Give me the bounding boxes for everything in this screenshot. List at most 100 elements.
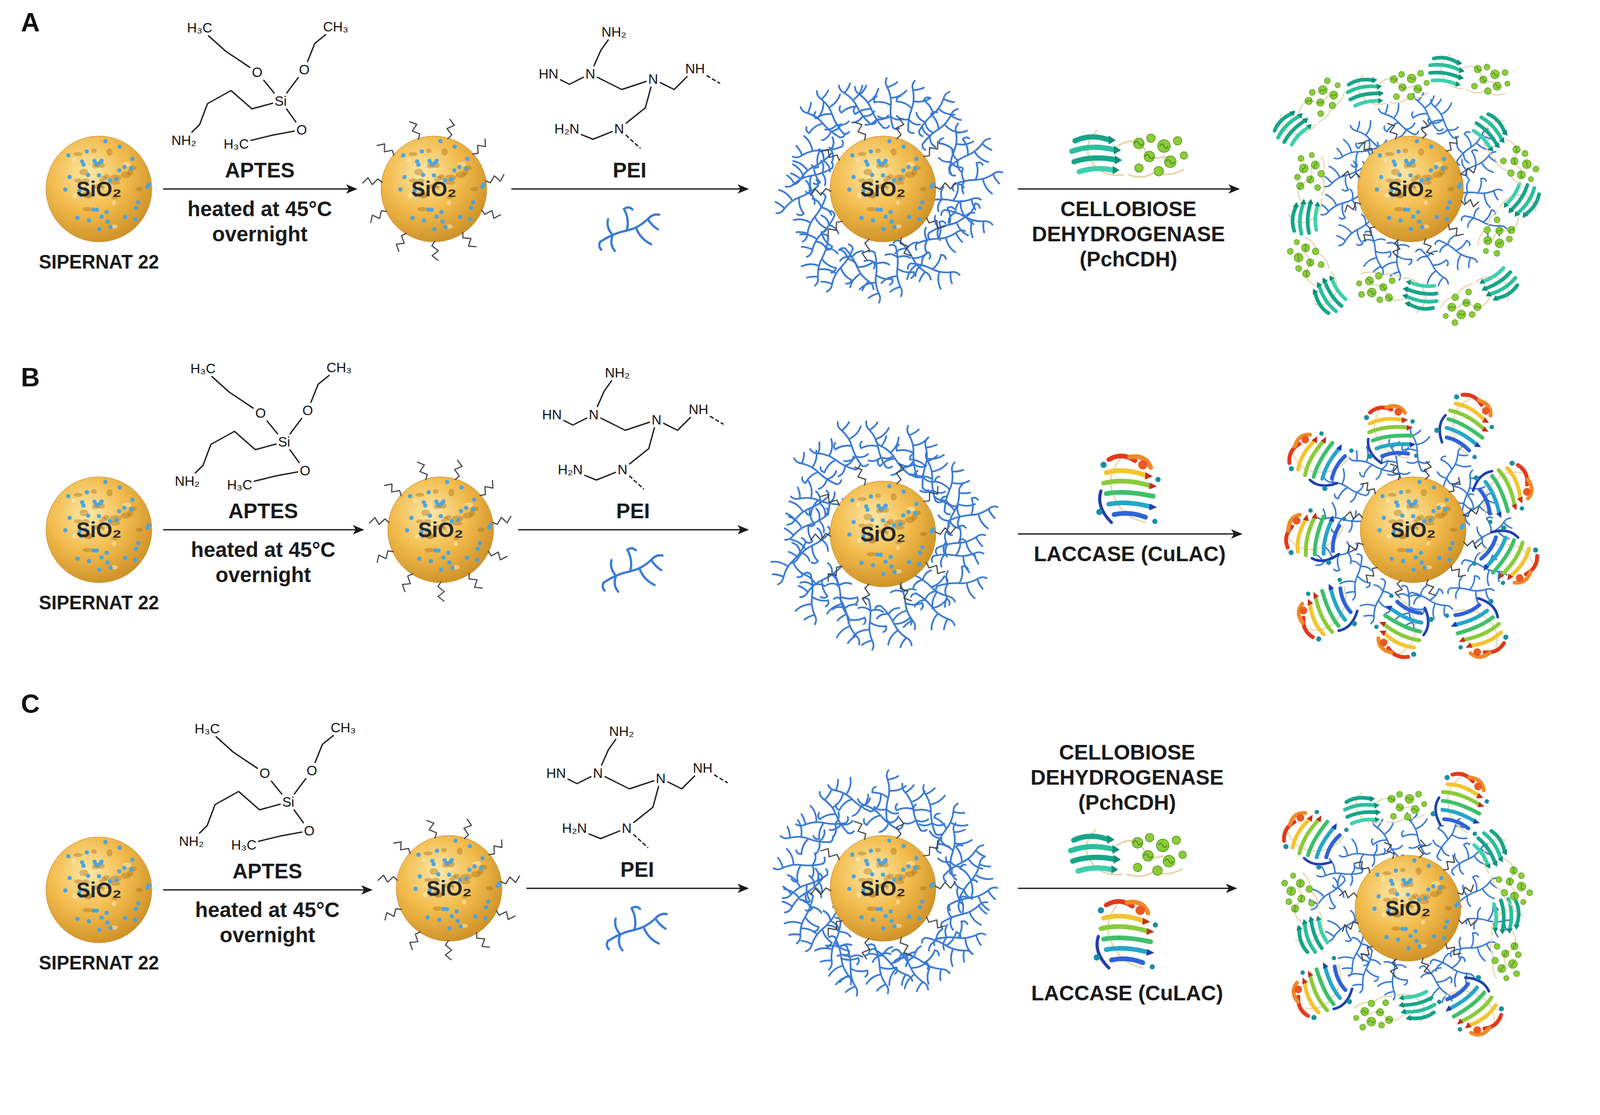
aptes-chain: [1384, 842, 1395, 859]
silanol-dot: [859, 560, 864, 565]
silanol-dot: [96, 874, 102, 879]
silanol-dot: [883, 214, 888, 219]
aptes-chain: [810, 188, 832, 196]
highlight: [421, 856, 427, 861]
silanol-dot: [1393, 162, 1398, 167]
pore: [82, 207, 93, 212]
aptes-chain: [854, 821, 866, 840]
pore: [485, 886, 494, 891]
silanol-dot: [75, 916, 80, 921]
particle: SiO₂: [752, 403, 1014, 665]
aptes-chain: [923, 140, 938, 157]
silica-sphere: [830, 835, 936, 942]
pore: [1382, 871, 1392, 876]
laccase-enzyme: [1466, 453, 1541, 528]
silanol-dot: [1434, 215, 1439, 220]
pore: [904, 870, 915, 878]
silanol-dot: [432, 160, 438, 165]
silanol-dot: [81, 863, 86, 868]
silanol-dot: [136, 901, 141, 906]
silanol-dot: [1418, 550, 1424, 555]
silanol-dot: [452, 144, 457, 149]
pore: [1400, 867, 1406, 873]
highlight: [71, 857, 76, 863]
aptes-chain: [828, 566, 843, 583]
aptes-chain: [1366, 567, 1378, 583]
silanol-dot: [97, 861, 103, 866]
silanol-dot: [907, 215, 912, 220]
silanol-dot: [416, 162, 421, 167]
reaction-arrow: [1017, 533, 1242, 535]
atom-label: H₃C: [231, 837, 257, 853]
chemical-bond: [195, 431, 276, 474]
silanol-dot: [129, 166, 134, 171]
silanol-dot: [1386, 215, 1392, 220]
cdh-enzyme: [1280, 231, 1352, 319]
pore: [919, 531, 927, 536]
laccase-enzyme: [1283, 952, 1360, 1027]
particle-node: SiO₂SIPERNAT 22: [38, 476, 159, 614]
silanol-dot: [851, 519, 856, 524]
pore: [463, 165, 472, 171]
aptes-chain: [409, 931, 421, 950]
condition-label: heated at 45°C overnight: [165, 196, 354, 247]
cdh-enzyme: [1435, 262, 1524, 333]
highlight: [877, 166, 886, 170]
silanol-dot: [86, 558, 92, 564]
aptes-chain: [496, 910, 516, 920]
silanol-dot: [146, 522, 151, 528]
chain-continuation: [710, 416, 723, 424]
silanol-dot: [892, 569, 897, 575]
silanol-dot: [920, 200, 925, 205]
silanol-dot: [97, 927, 102, 932]
aptes-chain: [1354, 861, 1370, 874]
chemical-bond: [594, 39, 609, 66]
silanol-dot: [1441, 936, 1447, 941]
atom-label: H₂N: [557, 462, 584, 478]
pore: [1429, 890, 1440, 898]
cdh-enzyme: [1350, 986, 1438, 1036]
silanol-dot: [474, 557, 479, 563]
pei-branch: [852, 249, 900, 305]
aptes-chain: [438, 581, 445, 602]
atom-label: NH₂: [609, 723, 635, 740]
silanol-dot: [402, 174, 407, 179]
aptes-chain: [431, 240, 439, 261]
silanol-dot: [67, 515, 72, 520]
silanol-dot: [906, 509, 911, 514]
silanol-dot: [1401, 558, 1406, 564]
silanol-dot: [484, 904, 489, 910]
pei-branch: [927, 175, 983, 226]
silanol-dot: [441, 555, 446, 560]
silanol-dot: [870, 563, 876, 568]
chemical-bond: [567, 776, 591, 784]
silanol-dot: [1440, 166, 1446, 171]
pore: [470, 186, 478, 192]
silanol-dot: [420, 172, 425, 177]
silanol-dot: [1378, 153, 1383, 158]
pore: [1444, 905, 1452, 911]
silanol-dot: [1398, 218, 1403, 223]
silica-sphere: [830, 136, 936, 242]
pei-branch: [892, 233, 936, 287]
aptes-chain: [376, 550, 394, 563]
pore: [1440, 165, 1449, 171]
pore: [417, 207, 428, 212]
silanol-dot: [439, 501, 444, 506]
panel-letter: A: [20, 7, 40, 38]
reaction-arrow: [163, 529, 364, 531]
aptes-chain: [1344, 511, 1363, 520]
aptes-chain: [472, 138, 486, 155]
pore: [875, 493, 881, 499]
particle-node: SiO₂: [752, 757, 1014, 1020]
silanol-dot: [1380, 494, 1385, 499]
atom-label: O: [296, 122, 307, 138]
silanol-dot: [434, 499, 439, 504]
atom-label: HN: [542, 407, 563, 423]
silanol-dot: [1431, 485, 1437, 490]
chemical-bond: [633, 786, 659, 823]
silanol-dot: [930, 527, 935, 532]
silanol-dot: [851, 874, 856, 879]
atom-label: NH: [685, 61, 706, 77]
silanol-dot: [1414, 938, 1419, 944]
